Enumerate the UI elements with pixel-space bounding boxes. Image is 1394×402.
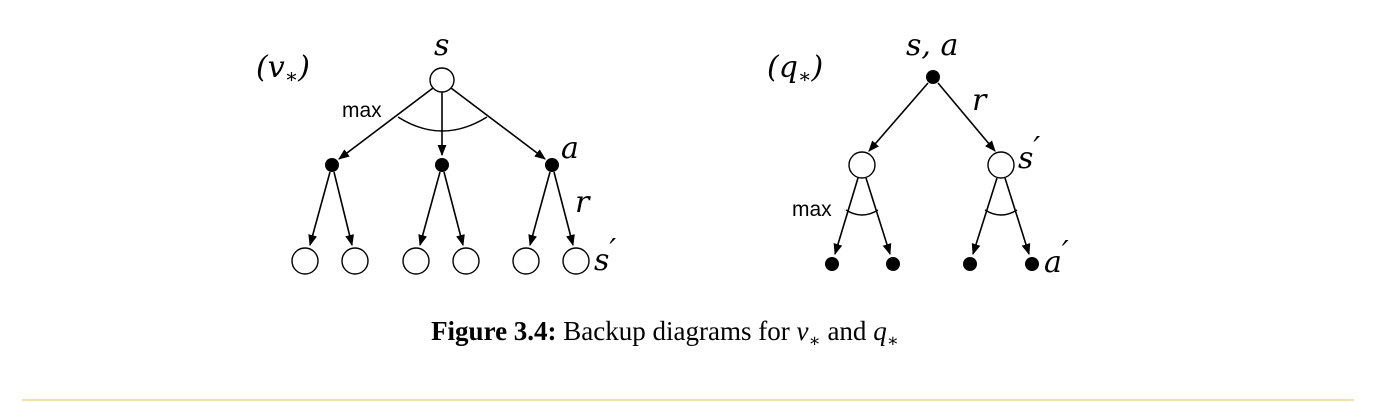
caption-and: and: [820, 316, 874, 346]
caption-prefix: Figure 3.4:: [431, 316, 557, 346]
v-star-diagram: (v∗) s max a r s′: [256, 28, 616, 278]
next-state-node-2: [987, 151, 1015, 179]
edge-a2-s3: [418, 171, 441, 247]
edge-s2-a3: [971, 177, 998, 256]
next-state-node-1: [848, 151, 876, 179]
root-state-label: s: [434, 28, 449, 63]
edge-a1-s1: [308, 171, 331, 247]
next-state-node-4: [452, 247, 480, 275]
q-star-diagram: (q∗) s, a r s′ max a′: [767, 28, 1069, 280]
caption-v: v: [796, 316, 809, 346]
edge-a1-s2: [333, 171, 354, 247]
next-state-label: s′: [594, 233, 616, 278]
next-action-node-2: [886, 257, 900, 271]
next-state-node-5: [512, 247, 540, 275]
edge-s2-a4: [1004, 177, 1031, 256]
edge-root-state-2: [937, 82, 996, 152]
caption-v-sub: ∗: [808, 330, 821, 351]
q-star-label: (q∗): [767, 50, 823, 88]
edge-root-state-1: [868, 82, 929, 152]
edge-s1-a1: [833, 177, 859, 256]
edge-a3-s5: [528, 171, 551, 247]
edge-root-action-1: [338, 87, 434, 160]
action-node-1: [325, 158, 339, 172]
next-state-label: s′: [1018, 131, 1040, 176]
action-label: a: [561, 131, 579, 166]
caption-q: q: [873, 316, 887, 346]
next-state-node-6: [562, 247, 590, 275]
action-node-3: [545, 158, 559, 172]
root-action-node: [926, 70, 940, 84]
caption-q-sub: ∗: [886, 330, 899, 351]
divider-rule: [22, 399, 1354, 401]
caption-text: Backup diagrams for: [556, 316, 797, 346]
next-action-label: a′: [1044, 235, 1069, 280]
next-state-node-3: [402, 247, 430, 275]
next-state-node-2: [341, 247, 369, 275]
edge-a3-s6: [553, 171, 575, 247]
max-label: max: [342, 99, 382, 122]
next-state-node-1: [291, 247, 319, 275]
root-state-node: [429, 67, 455, 93]
reward-label: r: [972, 83, 988, 118]
max-arc-1: [845, 209, 879, 216]
edge-s1-a2: [865, 177, 892, 256]
next-action-node-4: [1025, 257, 1039, 271]
next-action-node-1: [825, 257, 839, 271]
edge-a2-s4: [443, 171, 465, 247]
action-node-2: [435, 158, 449, 172]
reward-label: r: [575, 185, 591, 220]
max-arc-2: [984, 209, 1018, 216]
edge-root-action-3: [450, 87, 546, 160]
v-star-label: (v∗): [256, 50, 310, 88]
next-action-node-3: [963, 257, 977, 271]
figure-caption: Figure 3.4: Backup diagrams for v∗ and q…: [0, 316, 1330, 351]
max-label: max: [792, 198, 832, 221]
root-state-action-label: s, a: [906, 28, 958, 63]
